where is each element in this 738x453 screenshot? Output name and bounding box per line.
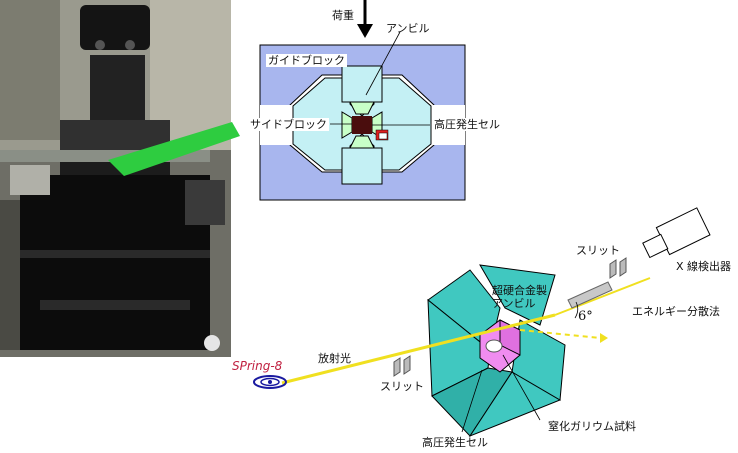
- load-arrow-icon: [357, 24, 373, 38]
- slit-right: [609, 257, 627, 279]
- sample-label: 窒化ガリウム試料: [548, 420, 636, 433]
- press-cross-section: [259, 0, 466, 201]
- spring8-logo: [253, 375, 287, 389]
- slit-label-right: スリット: [576, 244, 620, 257]
- anvil-label-top: アンビル: [386, 22, 430, 35]
- method-label: エネルギー分散法: [632, 305, 720, 318]
- scattering-setup: [253, 207, 711, 438]
- slit-label-left: スリット: [380, 380, 424, 393]
- anvil: [349, 101, 375, 115]
- detector-label: X 線検出器: [676, 260, 732, 273]
- high-pressure-cell: [352, 116, 372, 134]
- angle-label: 6°: [578, 309, 593, 324]
- guide-block-label: ガイドブロック: [266, 54, 347, 67]
- load-label: 荷重: [332, 9, 354, 22]
- cell-label-bottom: 高圧発生セル: [422, 436, 488, 449]
- side-block-label: サイドブロック: [248, 118, 329, 131]
- slit-left: [393, 355, 411, 377]
- green-pointer-arrow: [108, 122, 240, 176]
- xray-detector-icon: [642, 207, 711, 259]
- synchrotron-label: 放射光: [318, 352, 351, 365]
- spring8-logo-text: SPring-8: [232, 359, 283, 373]
- anvil-label-bottom: 超硬合金製 アンビル: [492, 284, 547, 310]
- carbide-anvil: [479, 264, 556, 326]
- gan-sample: [485, 339, 503, 353]
- cell-label-top: 高圧発生セル: [432, 118, 502, 131]
